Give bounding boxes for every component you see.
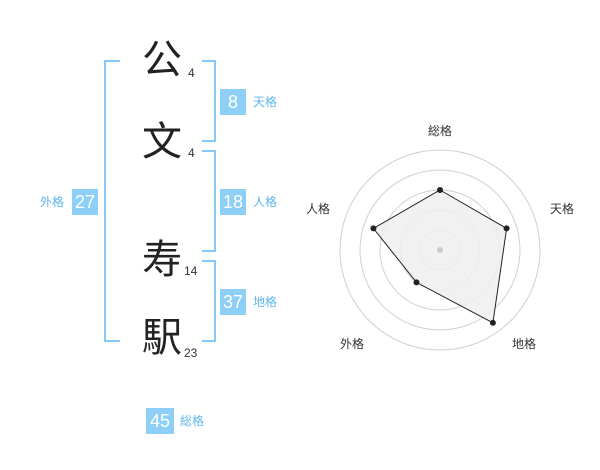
radar-point-1 xyxy=(437,187,443,193)
jinkaku-value: 18 xyxy=(220,189,246,215)
jinkaku-bracket xyxy=(202,150,216,252)
radar-point-4 xyxy=(413,279,420,286)
tenkaku-label: 天格 xyxy=(253,95,278,109)
radar-point-3 xyxy=(489,319,496,326)
jinkaku-label: 人格 xyxy=(253,195,278,209)
radar-series-polygon xyxy=(372,189,508,324)
name-char-4: 駅 xyxy=(142,315,182,361)
stroke-count-2: 4 xyxy=(188,146,195,160)
gaikaku-value: 27 xyxy=(72,189,98,215)
gaikaku-bracket xyxy=(104,60,120,342)
radar-ring-5 xyxy=(339,149,541,351)
radar-point-5 xyxy=(370,225,377,232)
radar-axis-label-chikaku: 地格 xyxy=(511,337,536,351)
name-char-2: 文 xyxy=(142,119,182,165)
radar-axis-label-gaikaku: 外格 xyxy=(339,337,364,351)
radar-center-dot xyxy=(437,247,443,253)
gaikaku-label: 外格 xyxy=(40,195,65,209)
radar-axis-label-jinkaku: 人格 xyxy=(305,202,330,216)
name-char-1: 公 xyxy=(142,37,182,83)
stroke-count-1: 4 xyxy=(188,66,195,80)
name-char-3: 寿 xyxy=(142,237,182,283)
radar-point-2 xyxy=(503,225,510,232)
chikaku-value: 37 xyxy=(220,289,246,315)
radar-axis-label-soukaku: 総格 xyxy=(427,124,452,138)
tenkaku-bracket xyxy=(202,60,216,142)
chikaku-bracket xyxy=(202,260,216,342)
stroke-count-3: 14 xyxy=(184,264,198,278)
radar-chart xyxy=(339,149,541,351)
tenkaku-value: 8 xyxy=(220,89,246,115)
radar-ring-4 xyxy=(359,169,521,331)
radar-axis-label-tenkaku: 天格 xyxy=(549,202,574,216)
soukaku-value: 45 xyxy=(146,408,174,434)
chikaku-label: 地格 xyxy=(253,295,278,309)
stroke-count-4: 23 xyxy=(184,346,198,360)
soukaku-label: 総格 xyxy=(180,414,205,428)
